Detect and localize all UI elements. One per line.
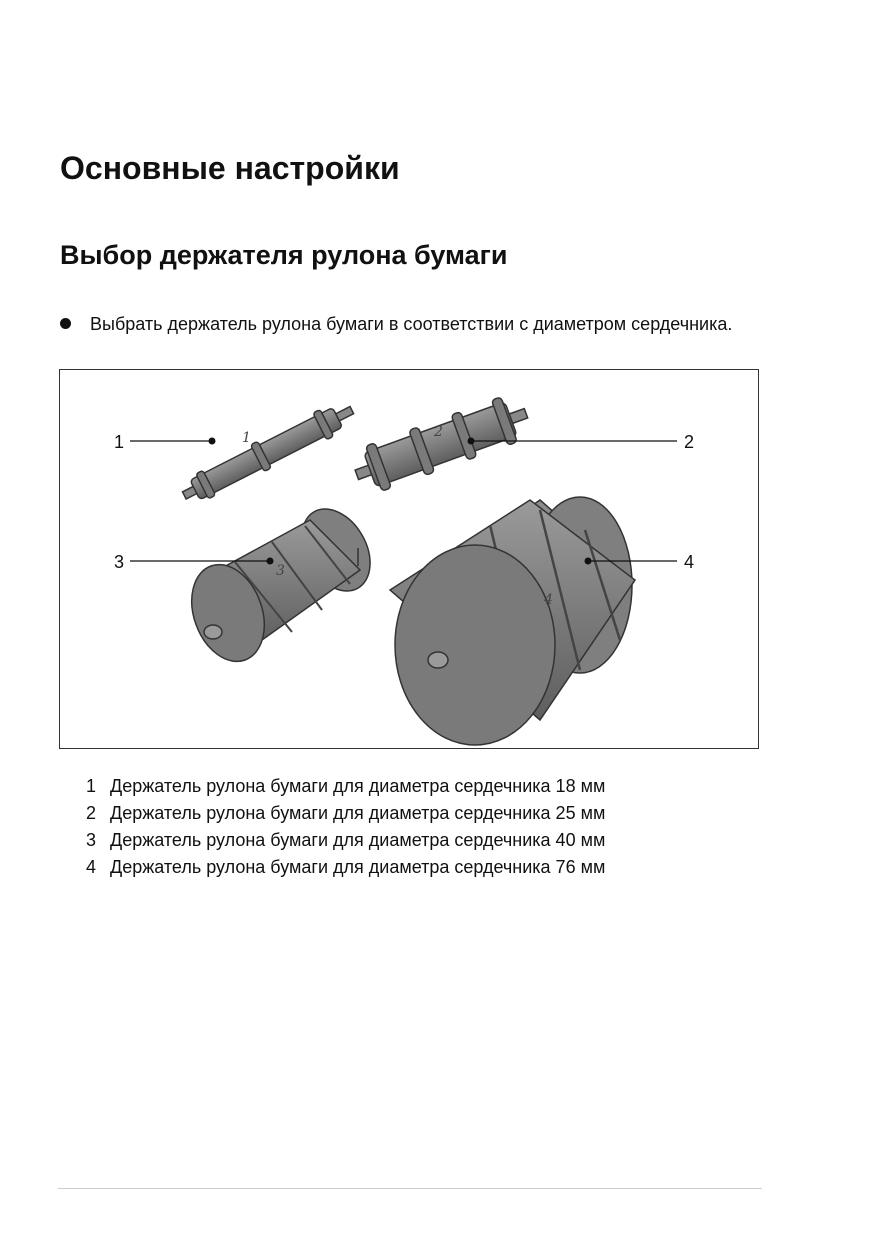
- bullet-text: Выбрать держатель рулона бумаги в соотве…: [90, 314, 733, 334]
- figure-legend: 1 Держатель рулона бумаги для диаметра с…: [86, 773, 605, 881]
- roll-holder-76mm: [388, 496, 637, 746]
- bullet-item: Выбрать держатель рулона бумаги в соотве…: [60, 312, 740, 336]
- callout-4: 4: [684, 552, 694, 572]
- legend-number: 3: [86, 830, 97, 850]
- legend-item: 1 Держатель рулона бумаги для диаметра с…: [86, 773, 605, 800]
- part-mark-4: 4: [543, 592, 553, 608]
- callout-2: 2: [684, 432, 694, 452]
- footer-divider: [58, 1188, 762, 1189]
- roll-holder-illustration: 1 2 3 4 1 2 3 4: [114, 397, 694, 746]
- legend-number: 1: [86, 776, 97, 796]
- legend-item: 2 Держатель рулона бумаги для диаметра с…: [86, 800, 605, 827]
- part-mark-1: 1: [242, 430, 251, 446]
- callout-1: 1: [114, 432, 124, 452]
- legend-item: 3 Держатель рулона бумаги для диаметра с…: [86, 827, 605, 854]
- section-title: Выбор держателя рулона бумаги: [60, 240, 508, 270]
- roll-holder-40mm: [191, 508, 371, 663]
- roll-holder-18mm: [181, 405, 355, 501]
- part-mark-2: 2: [433, 424, 443, 440]
- legend-number: 2: [86, 803, 97, 823]
- roll-holder-figure: 1 2 3 4 1 2 3 4: [59, 369, 759, 749]
- roll-holder-25mm: [354, 397, 529, 491]
- part-mark-3: 3: [276, 563, 285, 579]
- legend-number: 4: [86, 857, 97, 877]
- callout-3: 3: [114, 552, 124, 572]
- legend-text: Держатель рулона бумаги для диаметра сер…: [110, 776, 606, 796]
- legend-text: Держатель рулона бумаги для диаметра сер…: [110, 803, 606, 823]
- bullet-icon: [60, 318, 71, 329]
- legend-text: Держатель рулона бумаги для диаметра сер…: [110, 857, 606, 877]
- page-title: Основные настройки: [60, 150, 400, 186]
- legend-text: Держатель рулона бумаги для диаметра сер…: [110, 830, 606, 850]
- legend-item: 4 Держатель рулона бумаги для диаметра с…: [86, 854, 605, 881]
